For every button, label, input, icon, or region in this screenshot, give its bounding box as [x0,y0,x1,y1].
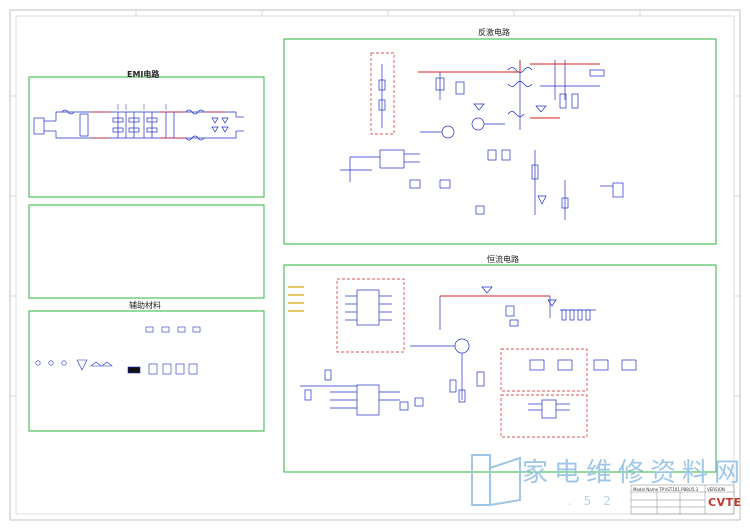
flyback-circuit [340,52,624,220]
emi-frame [28,76,265,198]
auxiliary-title: 辅助材料 [129,301,161,310]
emi-circuit [33,104,244,141]
cvte-logo: CVTE [708,496,742,509]
flyback-frame [283,38,717,245]
model-name-value: TP.VST101.PB8U5.3 [659,487,699,492]
watermark-logo-icon [471,454,521,506]
model-name-label: Model Name [633,487,659,492]
constant-current-frame [283,264,717,473]
outer-border [9,9,741,521]
constant-current-title: 恒流电路 [487,255,519,264]
auxiliary-parts [35,326,201,375]
auxiliary-frame [28,310,265,432]
watermark-text: 家电维修资料网 [522,458,747,488]
emi-title: EMI电路 [127,70,160,79]
version-label: VERSION [707,487,725,492]
flyback-title: 反激电路 [478,28,510,37]
watermark-url: . 5 2 [568,494,615,508]
constant-current-circuit [288,278,637,438]
zone-ticks [10,10,740,397]
empty-frame [28,204,265,299]
title-block [630,484,735,515]
inner-border [15,15,735,515]
